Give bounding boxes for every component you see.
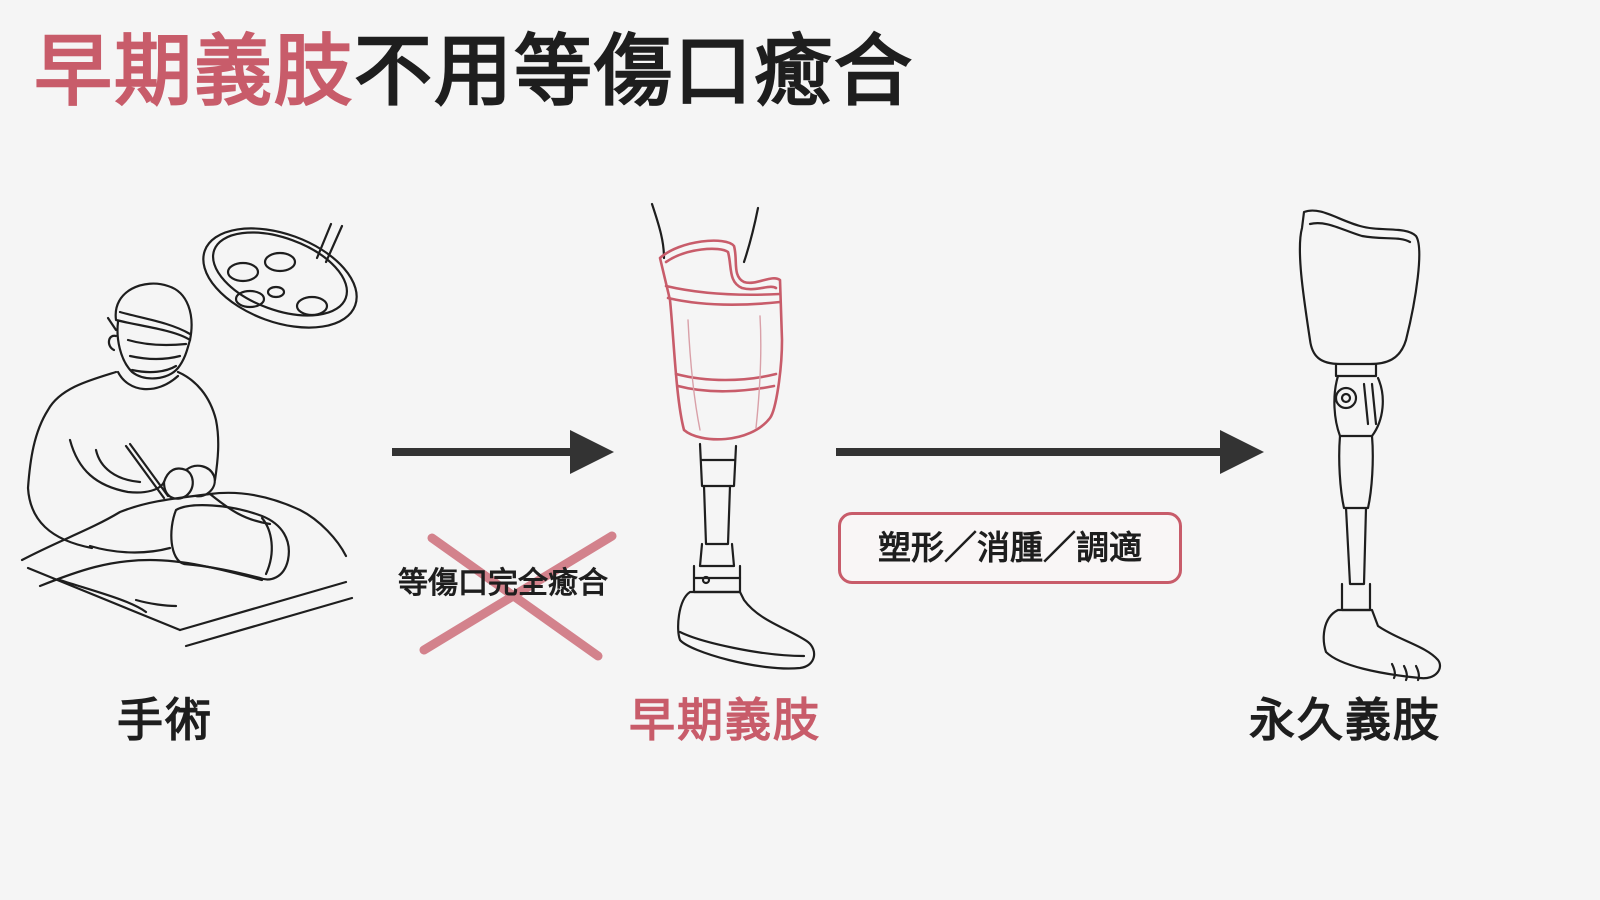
surgeon-figure: [26, 282, 220, 550]
process-steps-box: 塑形／消腫／調適: [838, 512, 1182, 584]
cross-mark-icon: [419, 531, 617, 661]
crossed-out-note: 等傷口完全癒合: [398, 566, 608, 601]
arrow-early-to-permanent: [836, 430, 1264, 474]
permanent-prosthesis-illustration: [1298, 209, 1442, 682]
stage-label-permanent-prosthesis: 永久義肢: [1249, 693, 1441, 747]
surgical-lamp-icon: [202, 222, 358, 329]
early-prosthesis-illustration: [650, 202, 816, 670]
title-accent: 早期義肢: [34, 27, 355, 117]
title-rest: 不用等傷口癒合: [354, 27, 915, 117]
surgery-illustration: [20, 222, 358, 648]
patient-drape: [20, 491, 354, 648]
page-title: 早期義肢不用等傷口癒合: [34, 22, 914, 122]
arrow-surgery-to-early: [392, 430, 614, 474]
stage-label-early-prosthesis: 早期義肢: [629, 693, 821, 747]
stage-label-surgery: 手術: [117, 693, 213, 747]
